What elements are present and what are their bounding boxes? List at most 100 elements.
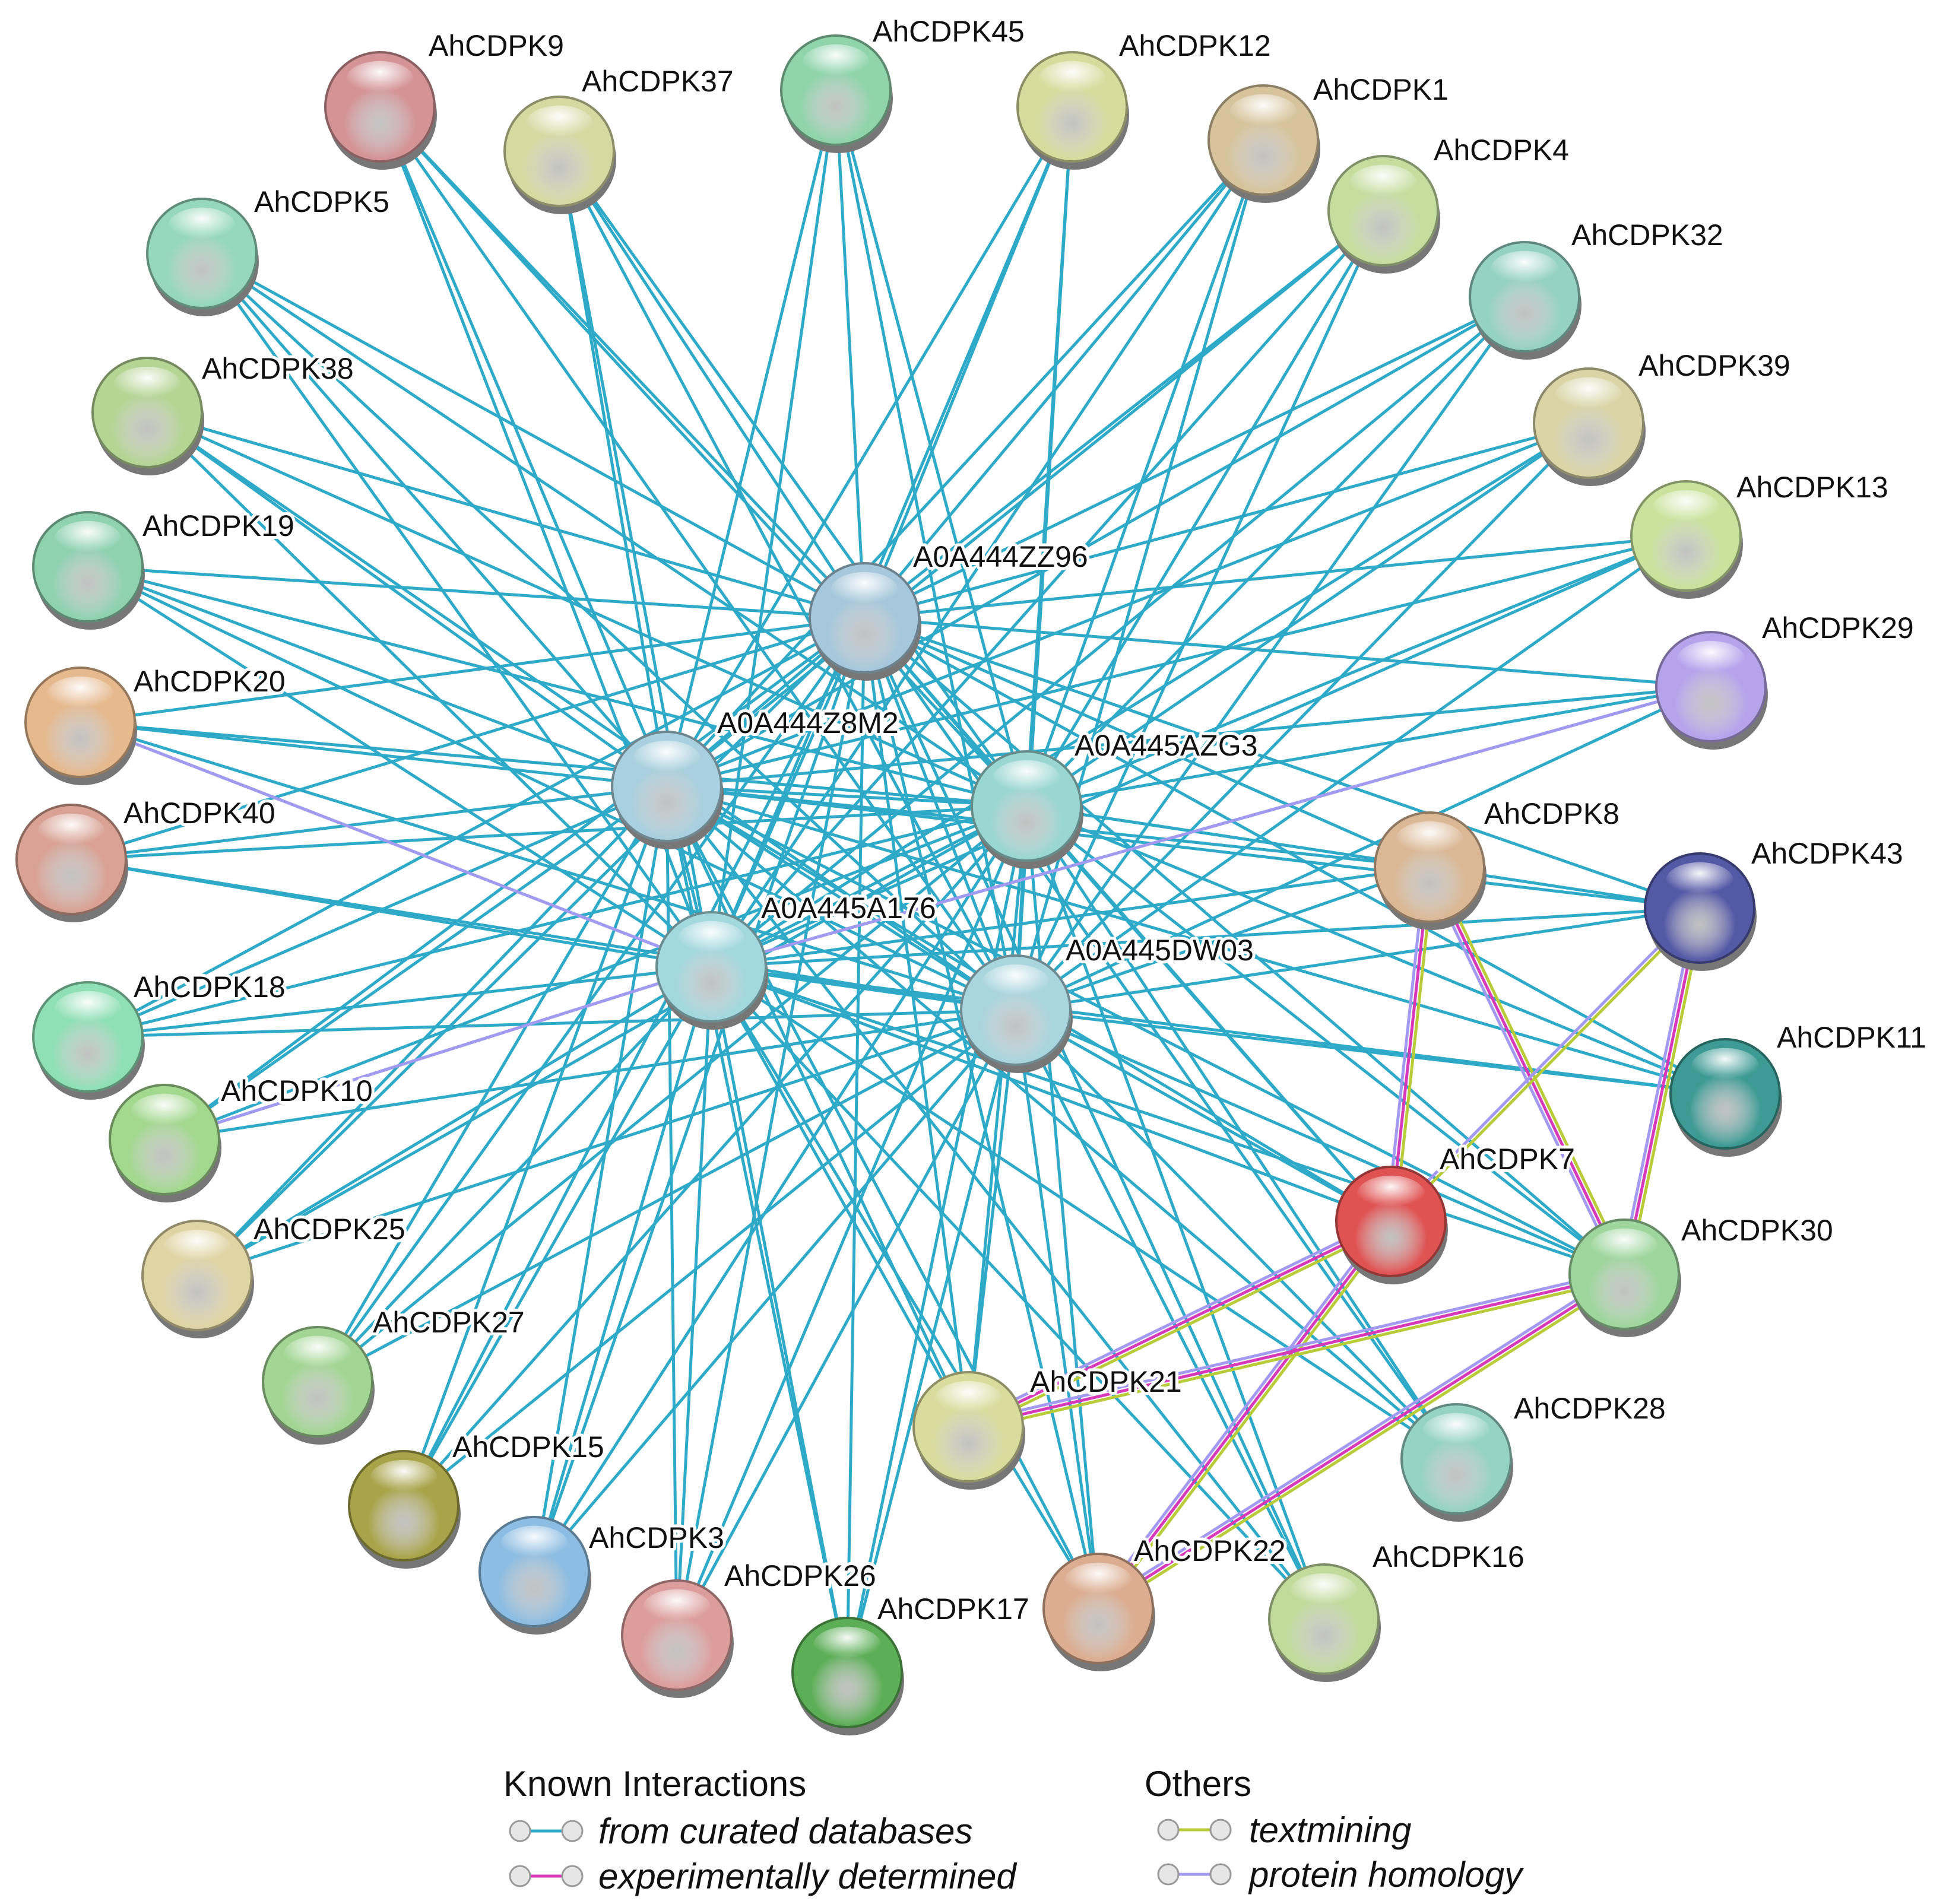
node-highlight [525, 105, 594, 143]
node-label: AhCDPK37 [582, 65, 734, 98]
node-rim [960, 954, 1072, 1066]
node-A0A445DW03[interactable]: A0A445DW03 [960, 931, 1257, 1073]
edge-A0A444ZZ96-AhCDPK26 [675, 616, 866, 1637]
edge-A0A445A176-AhCDPK21 [709, 965, 970, 1429]
node-rim [348, 1450, 459, 1562]
edge-A0A444Z8M2-AhCDPK19 [86, 565, 668, 788]
edge-AhCDPK43-AhCDPK7-textmining [1390, 907, 1703, 1224]
edge-A0A445AZG3-A0A445A176 [709, 804, 1028, 969]
edge-A0A444Z8M2-AhCDPK1 [665, 138, 1265, 788]
node-AhCDPK10[interactable]: AhCDPK10 [109, 1071, 376, 1202]
edge-A0A444Z8M2-AhCDPK30 [665, 785, 1626, 1276]
node-highlight [1652, 490, 1720, 528]
node-AhCDPK19[interactable]: AhCDPK19 [32, 506, 297, 630]
node-rim [24, 667, 136, 778]
node-label: AhCDPK15 [452, 1430, 604, 1464]
node-highlight [830, 572, 899, 610]
edge-A0A445AZG3-AhCDPK1 [1025, 138, 1265, 808]
node-AhCDPK15[interactable]: AhCDPK15 [348, 1427, 607, 1569]
edge-AhCDPK43-AhCDPK30-experimental [1622, 906, 1701, 1276]
edge-A0A445A176-AhCDPK8 [709, 865, 1431, 969]
edge-A0A445A176-AhCDPK7 [709, 965, 1393, 1223]
node-AhCDPK29[interactable]: AhCDPK29 [1655, 608, 1917, 750]
node-AhCDPK43[interactable]: AhCDPK43 [1644, 834, 1906, 971]
node-AhCDPK13[interactable]: AhCDPK13 [1630, 468, 1891, 599]
node-AhCDPK11[interactable]: AhCDPK11 [1669, 1018, 1929, 1157]
node-A0A445A176[interactable]: A0A445A176 [655, 888, 939, 1030]
edge-A0A445DW03-AhCDPK7 [1014, 1008, 1393, 1223]
node-rim [1655, 631, 1767, 742]
node-highlight [632, 740, 701, 778]
node-AhCDPK25[interactable]: AhCDPK25 [141, 1210, 408, 1338]
legend-curated-swatch [509, 1820, 584, 1842]
node-rim [141, 1220, 253, 1331]
node-AhCDPK20[interactable]: AhCDPK20 [24, 662, 289, 785]
node-label: A0A445A176 [761, 891, 936, 925]
edge-A0A444Z8M2-AhCDPK25 [195, 785, 668, 1277]
node-AhCDPK4[interactable]: AhCDPK4 [1327, 131, 1572, 274]
edge-A0A444ZZ96-AhCDPK21 [863, 616, 970, 1429]
node-AhCDPK16[interactable]: AhCDPK16 [1268, 1537, 1527, 1682]
edge-A0A444Z8M2-A0A445AZG3 [665, 785, 1028, 808]
edge-A0A444ZZ96-AhCDPK39 [863, 421, 1590, 620]
node-rim [91, 357, 203, 468]
node-AhCDPK40[interactable]: AhCDPK40 [15, 794, 278, 922]
node-AhCDPK3[interactable]: AhCDPK3 [478, 1516, 727, 1635]
node-AhCDPK28[interactable]: AhCDPK28 [1400, 1389, 1669, 1522]
node-AhCDPK37[interactable]: AhCDPK37 [503, 62, 737, 214]
edge-A0A444ZZ96-AhCDPK16 [863, 616, 1326, 1621]
node-AhCDPK18[interactable]: AhCDPK18 [32, 967, 289, 1100]
edge-A0A444Z8M2-AhCDPK13 [665, 534, 1688, 788]
node-AhCDPK32[interactable]: AhCDPK32 [1469, 215, 1726, 360]
node-rim [1042, 1553, 1154, 1664]
edge-AhCDPK8-AhCDPK30-homology [1424, 867, 1622, 1278]
edge-A0A445AZG3-AhCDPK40 [69, 804, 1028, 861]
node-AhCDPK30[interactable]: AhCDPK30 [1568, 1211, 1836, 1337]
node-AhCDPK8[interactable]: AhCDPK8 [1374, 794, 1622, 930]
edge-A0A445DW03-AhCDPK13 [1014, 534, 1688, 1012]
edge-A0A444Z8M2-AhCDPK10 [163, 785, 668, 1141]
node-AhCDPK45[interactable]: AhCDPK45 [780, 12, 1028, 153]
edge-A0A445A176-AhCDPK19 [86, 565, 713, 969]
node-AhCDPK5[interactable]: AhCDPK5 [146, 182, 392, 316]
edge-A0A444ZZ96-AhCDPK40 [69, 616, 866, 861]
edge-A0A444Z8M2-AhCDPK29 [665, 685, 1713, 788]
node-AhCDPK9[interactable]: AhCDPK9 [324, 26, 567, 170]
node-AhCDPK21[interactable]: AhCDPK21 [912, 1362, 1185, 1490]
node-highlight [113, 366, 182, 404]
edge-AhCDPK7-AhCDPK22-textmining [1100, 1222, 1396, 1613]
node-rim [146, 198, 258, 309]
node-A0A444Z8M2[interactable]: A0A444Z8M2 [611, 703, 902, 849]
edge-A0A444Z8M2-AhCDPK4 [665, 209, 1385, 788]
node-AhCDPK1[interactable]: AhCDPK1 [1207, 70, 1451, 203]
legend-homology-label: protein homology [1248, 1855, 1525, 1895]
node-label: AhCDPK1 [1313, 73, 1449, 106]
node-AhCDPK22[interactable]: AhCDPK22 [1042, 1531, 1289, 1671]
edge-A0A445A176-AhCDPK15 [402, 965, 713, 1508]
node-AhCDPK38[interactable]: AhCDPK38 [91, 349, 357, 475]
node-highlight [283, 1335, 352, 1373]
edge-A0A444Z8M2-AhCDPK43 [665, 785, 1701, 910]
node-AhCDPK27[interactable]: AhCDPK27 [262, 1303, 528, 1445]
node-label: AhCDPK16 [1373, 1540, 1525, 1573]
edge-A0A444ZZ96-A0A445DW03 [863, 616, 1018, 1012]
node-AhCDPK7[interactable]: AhCDPK7 [1335, 1140, 1578, 1284]
edge-AhCDPK30-AhCDPK22-experimental [1096, 1272, 1626, 1610]
edge-A0A445DW03-AhCDPK19 [86, 565, 1018, 1012]
node-highlight [1038, 61, 1107, 99]
edge-A0A445AZG3-AhCDPK15 [402, 804, 1028, 1508]
edge-A0A444ZZ96-AhCDPK38 [145, 411, 866, 620]
node-AhCDPK39[interactable]: AhCDPK39 [1533, 346, 1793, 486]
node-A0A444ZZ96[interactable]: A0A444ZZ96 [809, 537, 1091, 681]
node-AhCDPK26[interactable]: AhCDPK26 [621, 1556, 879, 1698]
edge-A0A445AZG3-AhCDPK11 [1025, 804, 1727, 1096]
legend-experimental-swatch [509, 1865, 584, 1887]
node-AhCDPK17[interactable]: AhCDPK17 [791, 1589, 1032, 1735]
edge-A0A445AZG3-AhCDPK4 [1025, 209, 1385, 808]
edge-A0A444ZZ96-AhCDPK45 [834, 88, 866, 620]
node-AhCDPK12[interactable]: AhCDPK12 [1016, 26, 1274, 170]
node-A0A445AZG3[interactable]: A0A445AZG3 [971, 726, 1261, 869]
edge-A0A445A176-AhCDPK26 [675, 965, 713, 1637]
edge-A0A444ZZ96-AhCDPK15 [402, 616, 866, 1508]
